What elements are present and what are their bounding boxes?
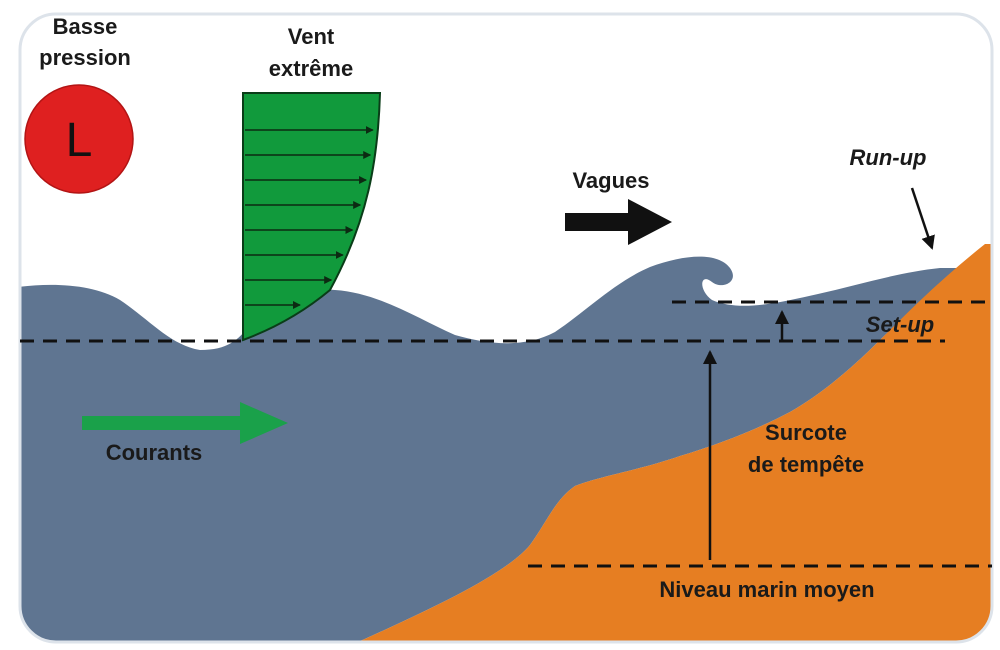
waves-arrow-icon [565, 199, 672, 245]
runup-arrow [910, 187, 935, 250]
mean-sea-level-label: Niveau marin moyen [659, 577, 874, 602]
low-pressure-icon [24, 84, 134, 194]
runup-label: Run-up [850, 145, 927, 170]
wind-label-line1: Vent [288, 24, 335, 49]
low-pressure-label-line1: Basse [53, 14, 118, 39]
currents-arrow-icon [82, 402, 288, 444]
frame-border [18, 12, 994, 644]
setup-label: Set-up [866, 312, 934, 337]
low-pressure-label-line2: pression [39, 45, 131, 70]
currents-label: Courants [106, 440, 203, 465]
surge-label-line2: de tempête [748, 452, 864, 477]
wind-arrows [245, 126, 374, 309]
low-pressure-symbol: L [66, 114, 93, 167]
water-body [20, 256, 960, 642]
land-beach [340, 244, 992, 642]
wind-label-line2: extrême [269, 56, 353, 81]
surge-label-line1: Surcote [765, 420, 847, 445]
waves-label: Vagues [572, 168, 649, 193]
